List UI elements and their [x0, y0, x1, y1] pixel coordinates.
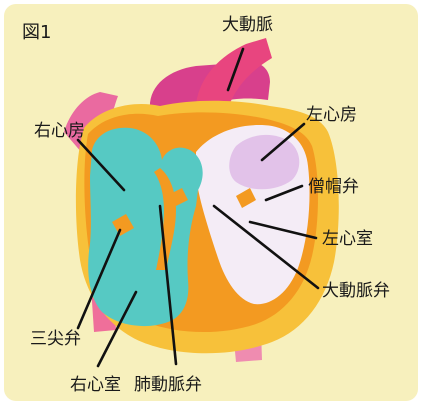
figure-label: 図1: [22, 22, 51, 43]
label-pulmonary-valve: 肺動脈弁: [134, 375, 202, 395]
left-atrium-shading: [229, 134, 300, 190]
interventricular-septum: [154, 168, 176, 270]
pulmonary-valve-leaflet: [170, 188, 188, 206]
label-left-atrium: 左心房: [306, 105, 357, 125]
label-aorta: 大動脈: [222, 15, 273, 35]
label-mitral-valve: 僧帽弁: [308, 177, 359, 197]
leader-lines: [76, 47, 320, 368]
leader-tricuspid-valve: [76, 228, 122, 330]
leader-aorta: [226, 47, 245, 92]
leader-left-atrium: [260, 122, 306, 162]
label-left-ventricle: 左心室: [322, 229, 373, 249]
leader-right-ventricle: [96, 290, 138, 368]
label-aortic-valve: 大動脈弁: [322, 281, 390, 301]
label-right-ventricle: 右心室: [70, 375, 121, 395]
leader-right-atrium: [76, 138, 126, 192]
tricuspid-valve-leaflet: [112, 214, 134, 236]
leader-pulmonary-valve: [158, 204, 178, 366]
leader-left-ventricle: [248, 220, 318, 240]
leader-aortic-valve: [212, 204, 320, 290]
right-heart-chambers: [88, 127, 203, 327]
leader-mitral-valve: [264, 184, 304, 202]
structure-labels: 大動脈 右心房 左心房 僧帽弁 左心室 大動脈弁 三尖弁 右心室 肺動脈弁: [30, 15, 390, 395]
label-right-atrium: 右心房: [34, 121, 85, 141]
mitral-valve-leaflet: [236, 188, 256, 208]
label-tricuspid-valve: 三尖弁: [30, 329, 81, 349]
